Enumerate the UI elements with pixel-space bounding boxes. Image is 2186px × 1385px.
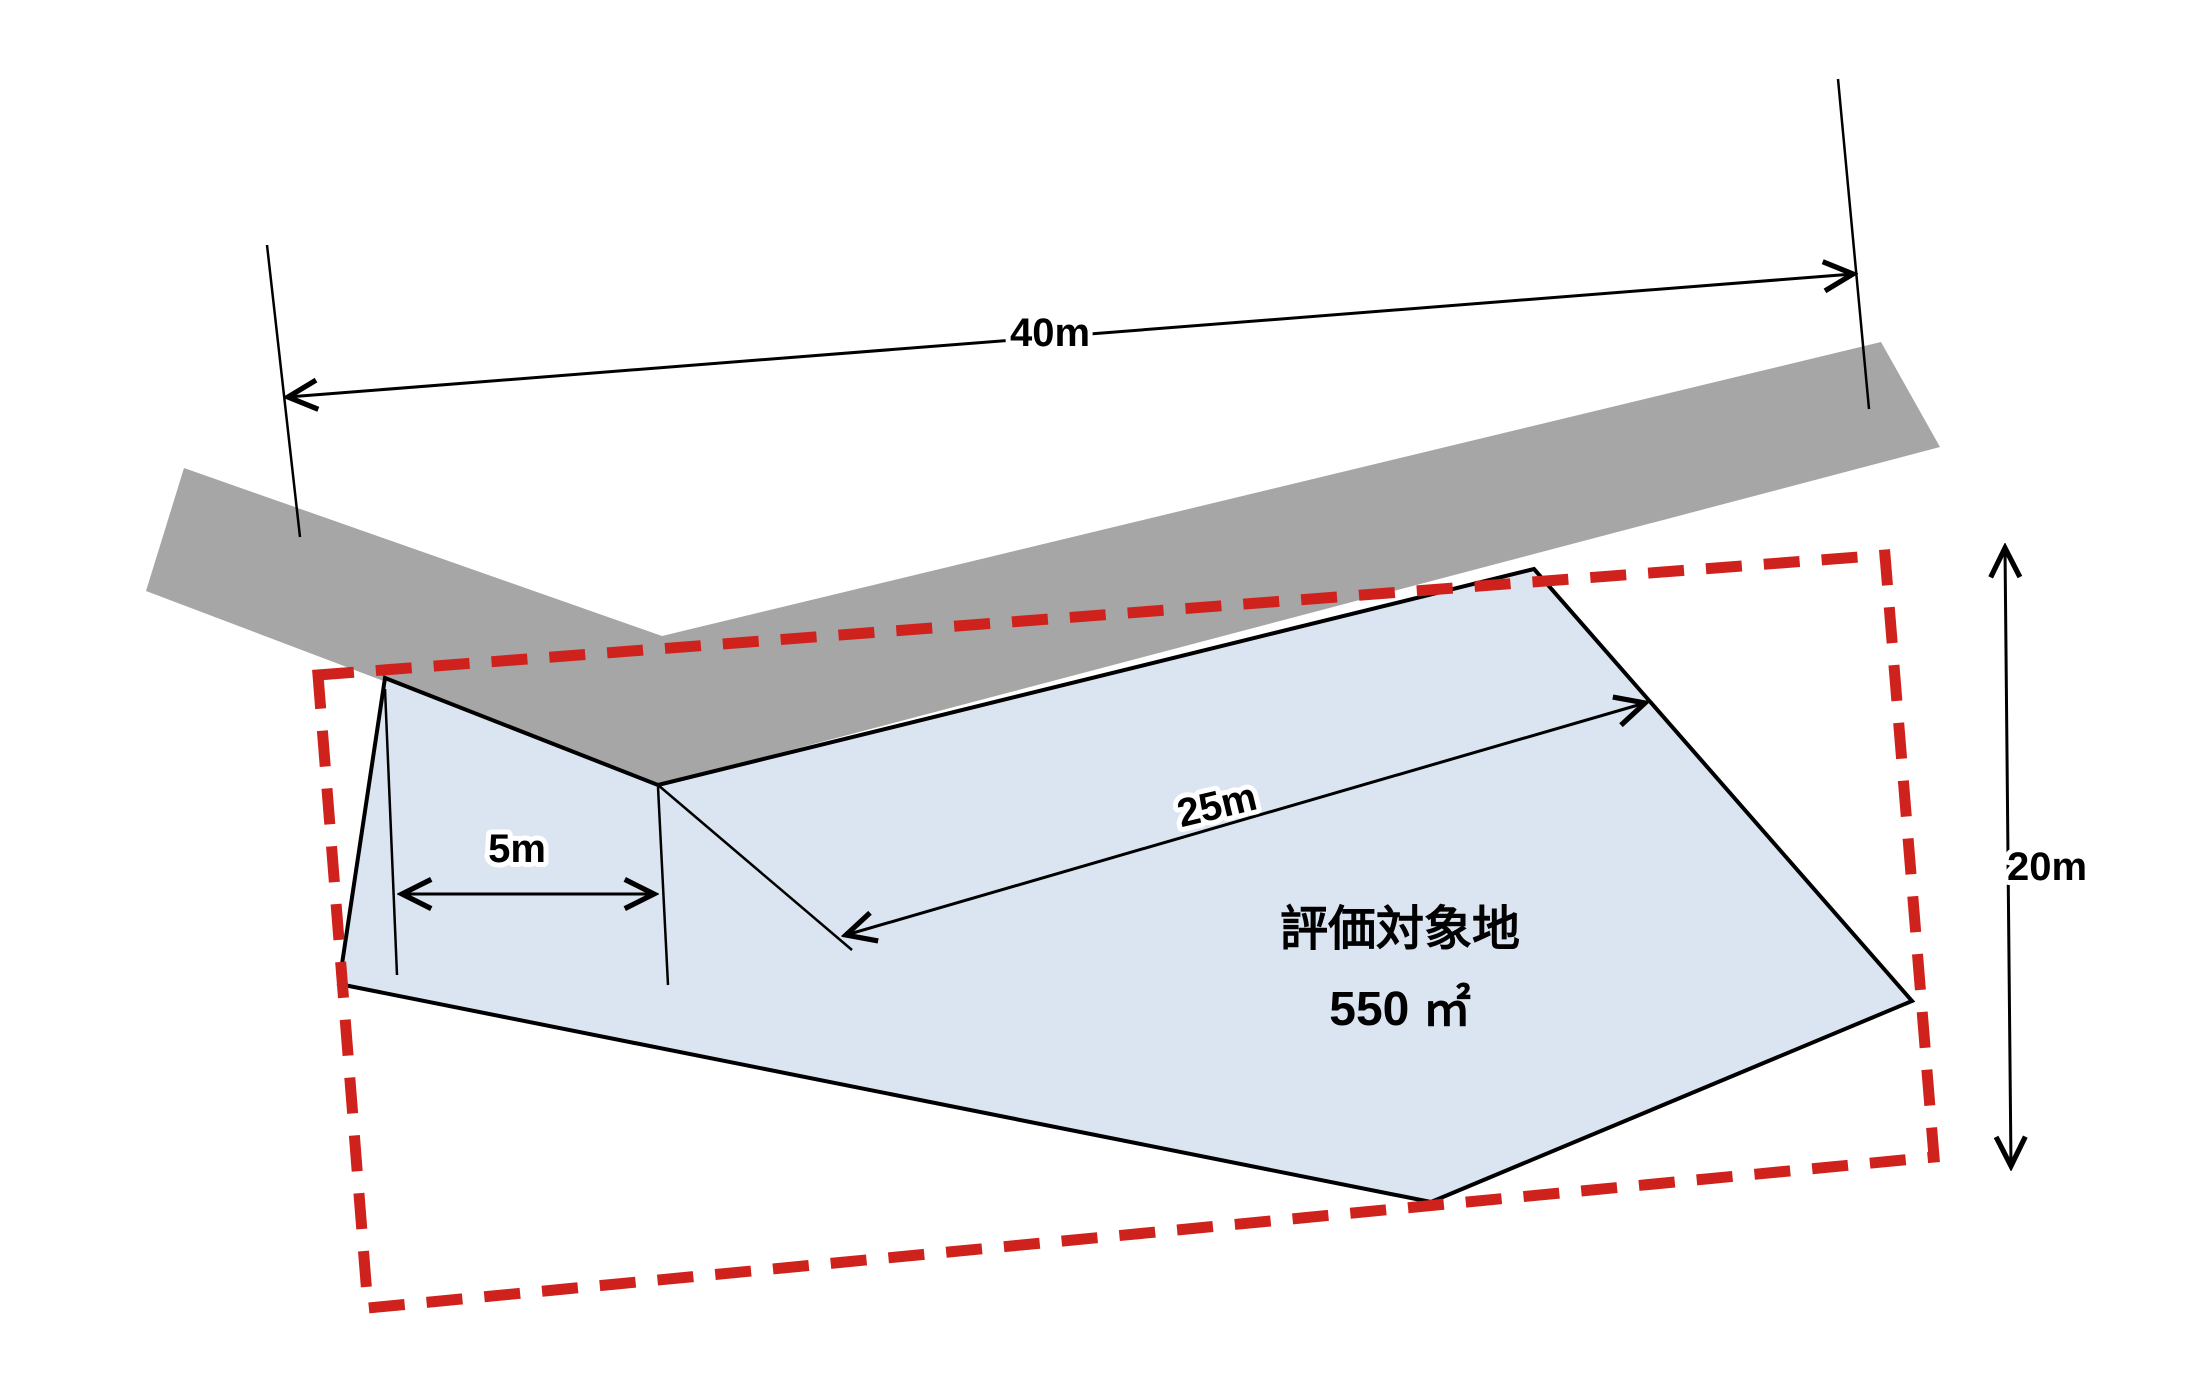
extension-line-5m-left bbox=[383, 688, 399, 976]
extension-line-5m-right bbox=[656, 786, 670, 986]
extension-line-25m bbox=[657, 784, 853, 951]
road-shape bbox=[146, 342, 1940, 785]
dimension-20m: 20m bbox=[2005, 548, 2092, 1166]
dimension-40m-arrow bbox=[288, 274, 1853, 397]
dimension-5m: 5m bbox=[383, 688, 670, 986]
extension-line-right bbox=[1836, 78, 1871, 410]
assumed-rectangle-outline bbox=[312, 549, 1940, 1315]
dimension-40m: 40m bbox=[265, 78, 1871, 538]
dimension-20m-arrow bbox=[2005, 548, 2011, 1166]
parcel-name-label: 評価対象地 bbox=[1280, 903, 1520, 956]
parcel-area-label: 550 ㎡ bbox=[1329, 982, 1470, 1036]
dimension-40m-label: 40m bbox=[1010, 311, 1090, 355]
dimension-25m-arrow bbox=[846, 703, 1645, 935]
dimension-20m-label: 20m bbox=[2007, 845, 2087, 889]
extension-line-left bbox=[265, 244, 302, 538]
dimension-5m-label: 5m bbox=[488, 827, 546, 871]
